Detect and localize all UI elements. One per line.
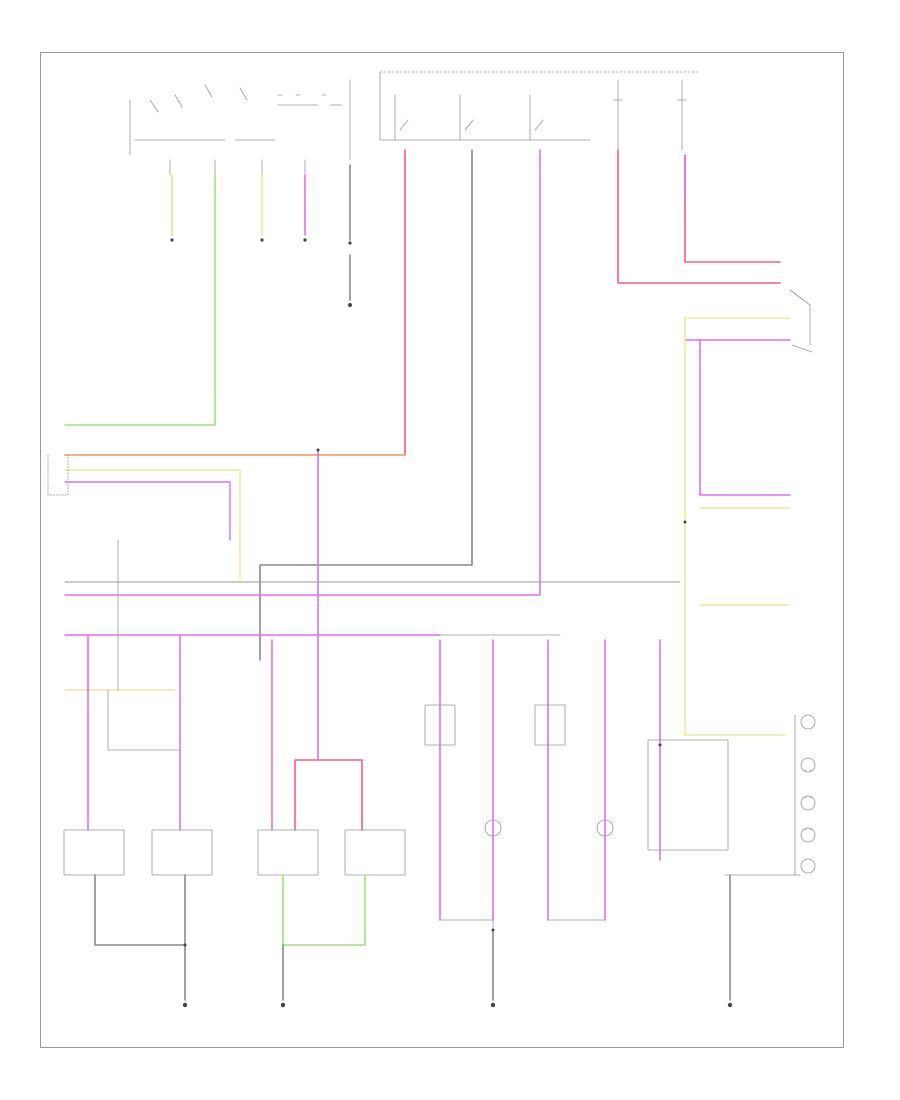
left-connector-frame bbox=[47, 454, 69, 496]
ground-icon bbox=[182, 1002, 733, 1008]
relay-group-top bbox=[379, 71, 601, 141]
fuse-output-wires bbox=[617, 149, 781, 284]
switch-output-wires bbox=[64, 164, 351, 426]
diagram-frame bbox=[40, 52, 844, 1048]
bulb-icon bbox=[484, 714, 816, 874]
bulb-string-wire bbox=[724, 714, 801, 876]
relay-output-wires bbox=[64, 149, 541, 661]
fuse-block bbox=[599, 71, 701, 151]
splice-icon bbox=[183, 448, 687, 947]
center-lamp-feeds bbox=[439, 634, 661, 921]
brake-switch-wires bbox=[684, 317, 791, 736]
lamp-feed-wires bbox=[87, 449, 363, 831]
headlamp-switch-block bbox=[129, 79, 351, 176]
switch-ground-symbol bbox=[170, 238, 352, 307]
brake-switch bbox=[789, 289, 813, 353]
lamp-housing-icon bbox=[63, 704, 729, 876]
left-connector-block bbox=[64, 469, 681, 691]
ground-return-wires bbox=[94, 874, 731, 1001]
